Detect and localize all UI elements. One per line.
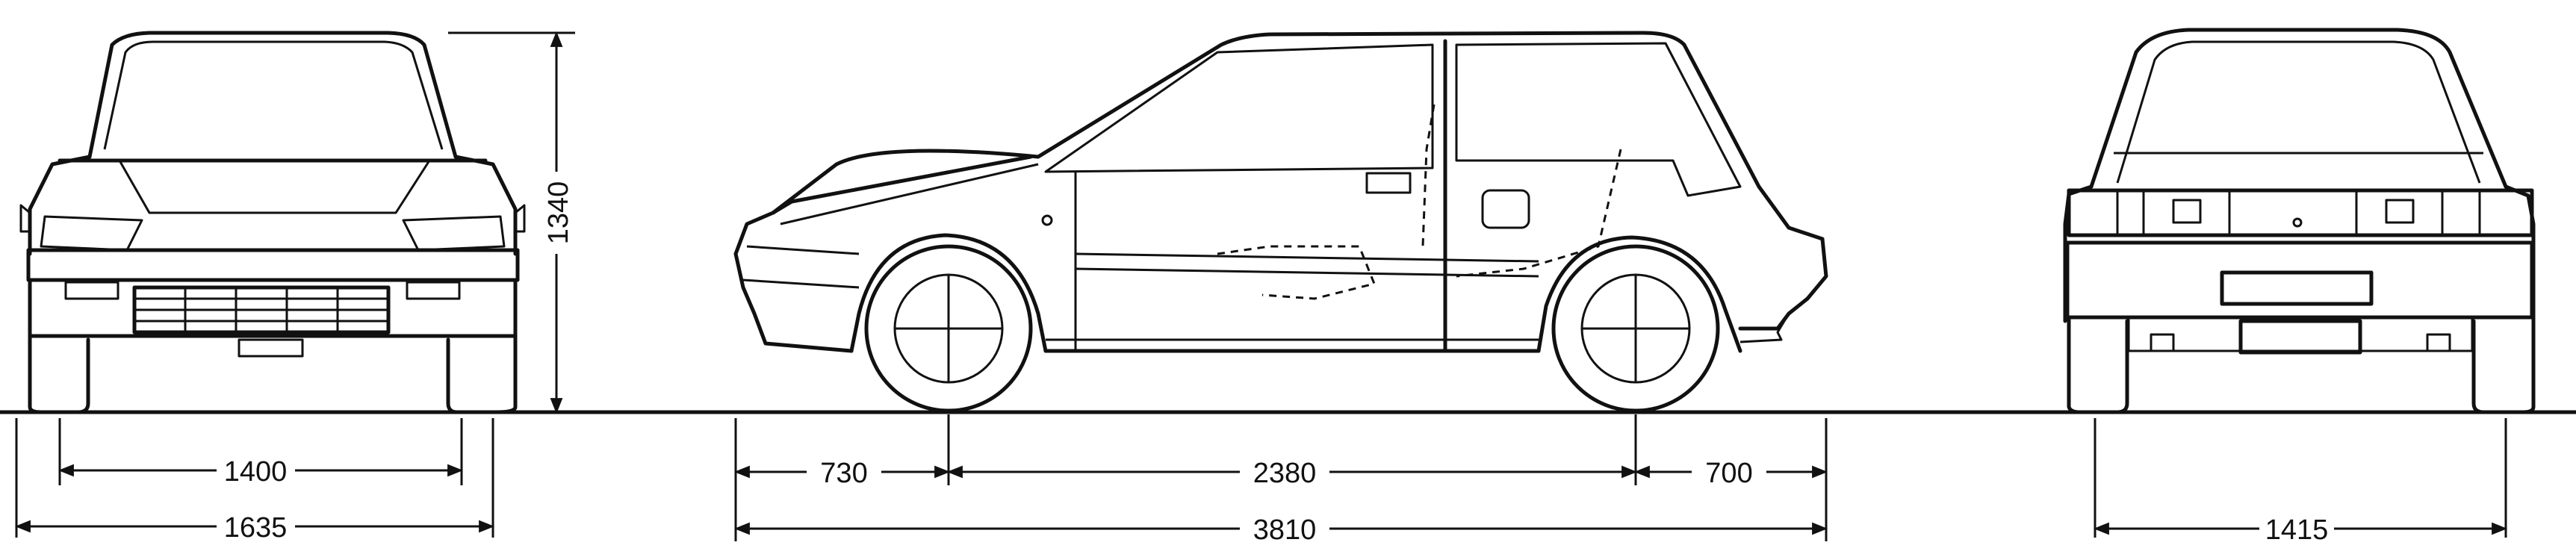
front-view — [19, 31, 526, 414]
rear-overhang-dimension: 700 — [1633, 458, 1828, 489]
rear-track-dimension: 1415 — [2093, 418, 2508, 546]
front-track-label: 1400 — [224, 456, 288, 488]
rear-view — [2063, 28, 2536, 414]
wheelbase-dimension: 2380 — [946, 458, 1638, 489]
front-overhang-dimension: 730 — [733, 458, 951, 489]
overall-length-label: 3810 — [1253, 514, 1317, 546]
overall-height-label: 1340 — [543, 181, 574, 245]
overall-width-label: 1635 — [224, 512, 288, 544]
side-view — [733, 31, 1828, 413]
rear-overhang-label: 700 — [1705, 458, 1752, 489]
overall-length-dimension: 3810 — [733, 514, 1828, 546]
front-track-dimension: 1400 — [58, 418, 464, 488]
overall-height-dimension: 1340 — [448, 31, 575, 414]
front-overhang-label: 730 — [820, 458, 867, 489]
rear-track-label: 1415 — [2265, 514, 2329, 546]
wheelbase-label: 2380 — [1253, 458, 1317, 489]
overall-width-dimension: 1635 — [14, 418, 495, 544]
